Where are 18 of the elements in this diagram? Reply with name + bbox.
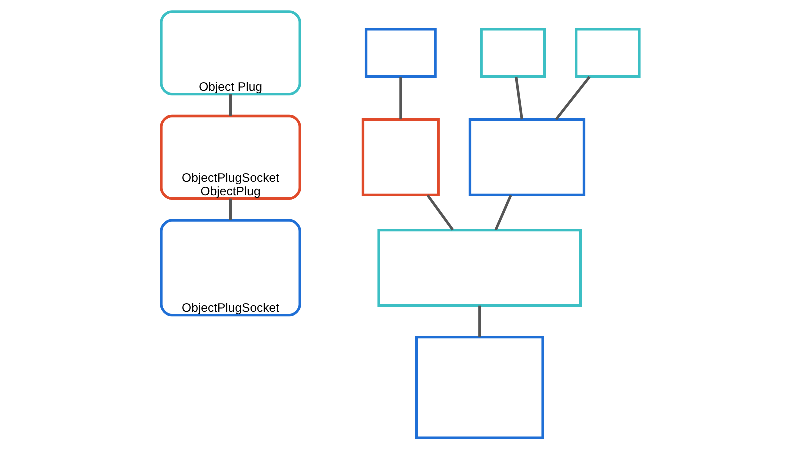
node-box bbox=[364, 28, 436, 78]
node-box bbox=[361, 118, 440, 196]
connector bbox=[494, 194, 512, 231]
connector bbox=[399, 77, 402, 120]
connector bbox=[514, 76, 523, 120]
connector bbox=[228, 94, 232, 116]
node-box bbox=[377, 228, 582, 307]
connector bbox=[554, 76, 590, 120]
connector bbox=[426, 194, 454, 231]
node-box: ObjectPlugSocket bbox=[160, 219, 301, 317]
connector bbox=[228, 198, 232, 220]
node-box: Object Plug bbox=[160, 10, 301, 96]
node-box bbox=[414, 336, 544, 440]
node-box: ObjectPlugSocket ObjectPlug bbox=[160, 114, 301, 200]
node-box bbox=[574, 28, 640, 78]
node-box bbox=[468, 118, 586, 196]
connector bbox=[478, 306, 481, 337]
node-box bbox=[480, 28, 546, 78]
